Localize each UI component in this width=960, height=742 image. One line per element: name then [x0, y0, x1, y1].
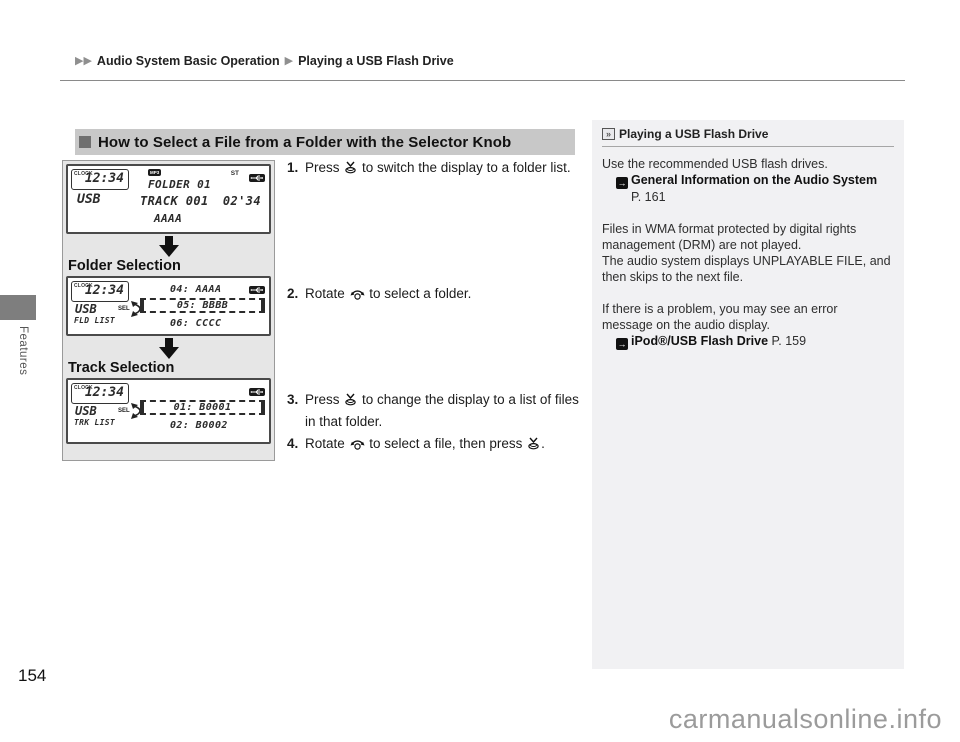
breadcrumb-item-topic: Playing a USB Flash Drive	[298, 54, 454, 68]
sidebar-paragraph: Use the recommended USB flash drives.	[602, 157, 828, 171]
usb-badge-icon	[249, 281, 265, 294]
knob-rotate-icon	[350, 286, 365, 306]
ref-label: General Information on the Audio System	[631, 173, 878, 187]
section-title-bar: How to Select a File from a Folder with …	[75, 129, 575, 155]
step-3: 3. Press to change the display to a list…	[287, 390, 587, 433]
knob-rotate-icon	[350, 436, 365, 456]
source-indicator: USB	[75, 404, 97, 418]
step-text: Rotate to select a folder.	[305, 284, 587, 306]
tag-readout: AAAA	[154, 212, 183, 225]
ref-page: P. 159	[771, 334, 807, 348]
clock-display: CLOCK 12:34	[71, 281, 129, 302]
usb-badge-icon	[249, 169, 265, 182]
clock-display: CLOCK 12:34	[71, 169, 129, 190]
sel-label: SEL	[118, 306, 130, 312]
list-mode-indicator: TRK LIST	[74, 418, 115, 427]
sidebar-paragraph: Files in WMA format protected by digital…	[602, 222, 891, 284]
info-sidebar: » Playing a USB Flash Drive Use the reco…	[592, 120, 904, 669]
chapter-tab-label: Features	[17, 326, 29, 376]
step-text: Press to change the display to a list of…	[305, 392, 579, 430]
audio-display-folder-list: CLOCK 12:34 USB FLD LIST SEL 04: AAAA 05…	[66, 276, 271, 336]
ref-arrow-icon: →	[616, 338, 628, 350]
display-sequence-panel: CLOCK 12:34 USB MP3 ST FOLDER 01 TRACK 0…	[62, 160, 275, 461]
info-chevrons-icon: »	[602, 128, 615, 140]
selector-knob-icon: SEL	[118, 399, 145, 423]
list-row-selected: 01: B0001	[173, 402, 232, 413]
clock-label: CLOCK	[74, 385, 93, 391]
mp3-badge-icon: MP3	[148, 169, 162, 177]
ref-arrow-icon: →	[616, 177, 628, 189]
elapsed-time-readout: 02'34	[222, 194, 261, 208]
flow-down-arrow-icon	[158, 338, 179, 359]
audio-display-now-playing: CLOCK 12:34 USB MP3 ST FOLDER 01 TRACK 0…	[66, 164, 271, 234]
clock-label: CLOCK	[74, 171, 93, 177]
sidebar-header: » Playing a USB Flash Drive	[602, 127, 894, 147]
step-number: 4.	[287, 436, 299, 451]
track-selection-label: Track Selection	[68, 360, 175, 376]
clock-label: CLOCK	[74, 283, 93, 289]
sel-label: SEL	[118, 408, 130, 414]
step-4: 4. Rotate to select a file, then press .	[287, 434, 587, 456]
cross-reference: →iPod®/USB Flash Drive P. 159	[616, 333, 894, 350]
folder-selection-label: Folder Selection	[68, 258, 181, 274]
list-row-above: 04: AAAA	[170, 284, 222, 295]
usb-badge-icon	[249, 383, 265, 396]
clock-time: 12:34	[84, 283, 124, 298]
breadcrumb-double-arrow-icon: ▶▶	[75, 54, 92, 67]
clock-time: 12:34	[84, 385, 124, 400]
step-2: 2. Rotate to select a folder.	[287, 284, 587, 306]
step-text: Rotate to select a file, then press .	[305, 434, 587, 456]
breadcrumb: ▶▶ Audio System Basic Operation ▶ Playin…	[75, 54, 454, 68]
source-indicator: USB	[75, 302, 97, 316]
breadcrumb-arrow-icon: ▶	[284, 54, 294, 67]
cross-reference: →General Information on the Audio System…	[616, 172, 894, 205]
step-number: 2.	[287, 286, 299, 301]
selected-row-box: 01: B0001	[140, 400, 265, 415]
sidebar-paragraph: If there is a problem, you may see an er…	[602, 302, 838, 332]
clock-display: CLOCK 12:34	[71, 383, 129, 404]
ref-label: iPod®/USB Flash Drive	[631, 334, 769, 348]
selector-knob-icon: SEL	[118, 297, 145, 321]
rotate-arrows-icon	[130, 403, 141, 419]
knob-press-icon	[527, 436, 540, 456]
list-row-below: 02: B0002	[170, 420, 228, 431]
ref-page: P. 161	[631, 190, 666, 204]
sidebar-body: Use the recommended USB flash drives. →G…	[602, 147, 894, 350]
chapter-tab	[0, 295, 36, 320]
knob-press-icon	[344, 392, 357, 412]
selected-row-box: 05: BBBB	[140, 298, 265, 313]
track-readout: TRACK 001	[140, 194, 209, 208]
step-number: 3.	[287, 392, 299, 407]
section-bullet-icon	[79, 136, 91, 148]
header-divider	[60, 80, 905, 81]
breadcrumb-item-section: Audio System Basic Operation	[96, 54, 280, 68]
page-title: How to Select a File from a Folder with …	[98, 133, 512, 151]
list-row-below: 06: CCCC	[170, 318, 222, 329]
clock-time: 12:34	[84, 171, 124, 186]
list-row-selected: 05: BBBB	[176, 300, 229, 311]
knob-press-icon	[344, 160, 357, 180]
stereo-indicator: ST	[230, 170, 239, 177]
rotate-arrows-icon	[130, 301, 141, 317]
flow-down-arrow-icon	[158, 236, 179, 257]
page-number: 154	[18, 666, 47, 685]
source-indicator: USB	[77, 192, 101, 207]
folder-readout: FOLDER 01	[148, 178, 212, 191]
step-1: 1. Press to switch the display to a fold…	[287, 158, 587, 180]
watermark: carmanualsonline.info	[668, 704, 942, 734]
step-number: 1.	[287, 160, 299, 175]
audio-display-track-list: CLOCK 12:34 USB TRK LIST SEL 01: B0001 0…	[66, 378, 271, 444]
list-mode-indicator: FLD LIST	[74, 316, 115, 325]
step-text: Press to switch the display to a folder …	[305, 158, 587, 180]
sidebar-title: Playing a USB Flash Drive	[619, 127, 769, 141]
